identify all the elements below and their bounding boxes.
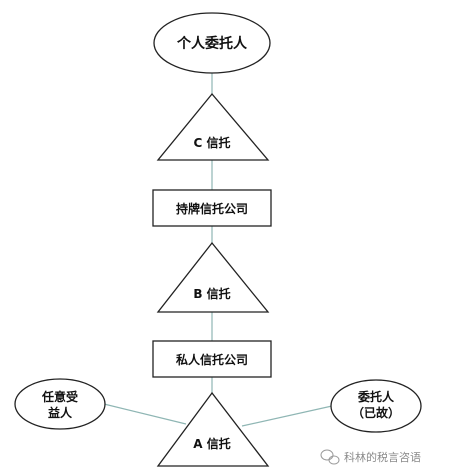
rectangle-shape — [152, 189, 272, 227]
triangle-shape — [156, 391, 270, 467]
node-label: 个人委托人 — [176, 35, 248, 52]
ellipse-shape — [14, 378, 106, 430]
node-label: 私人信托公司 — [175, 352, 248, 367]
node-label-line2: 益人 — [48, 405, 73, 420]
node-label-line2: （已故） — [352, 405, 400, 420]
node-holding-trust-company: 持牌信托公司 — [152, 189, 272, 227]
wechat-icon — [320, 449, 340, 465]
watermark-text: 科林的税言咨语 — [344, 450, 421, 464]
triangle-shape — [156, 92, 270, 161]
node-label-line1: 任意受 — [41, 389, 78, 404]
node-trust-a: A 信托 — [156, 391, 270, 467]
node-label: A 信托 — [193, 436, 230, 451]
node-private-trust-company: 私人信托公司 — [152, 340, 272, 378]
node-trust-b: B 信托 — [156, 241, 270, 313]
triangle-shape — [156, 241, 270, 313]
connector-lines — [103, 72, 333, 427]
rectangle-shape — [152, 340, 272, 378]
node-discretionary-beneficiary: 任意受 益人 — [14, 378, 106, 430]
node-label: B 信托 — [193, 286, 230, 301]
edge-deceased-settlor-to-trust-a — [241, 405, 333, 427]
edge-beneficiary-to-trust-a — [103, 403, 187, 425]
node-trust-c: C 信托 — [156, 92, 270, 161]
ellipse-shape — [153, 12, 271, 74]
node-label: C 信托 — [194, 135, 231, 150]
node-settlor-deceased: 委托人 （已故） — [330, 379, 422, 433]
node-label-line1: 委托人 — [357, 389, 395, 404]
watermark: 科林的税言咨语 — [320, 449, 421, 465]
node-individual-settlor: 个人委托人 — [153, 12, 271, 74]
ellipse-shape — [330, 379, 422, 433]
node-label: 持牌信托公司 — [176, 201, 248, 216]
